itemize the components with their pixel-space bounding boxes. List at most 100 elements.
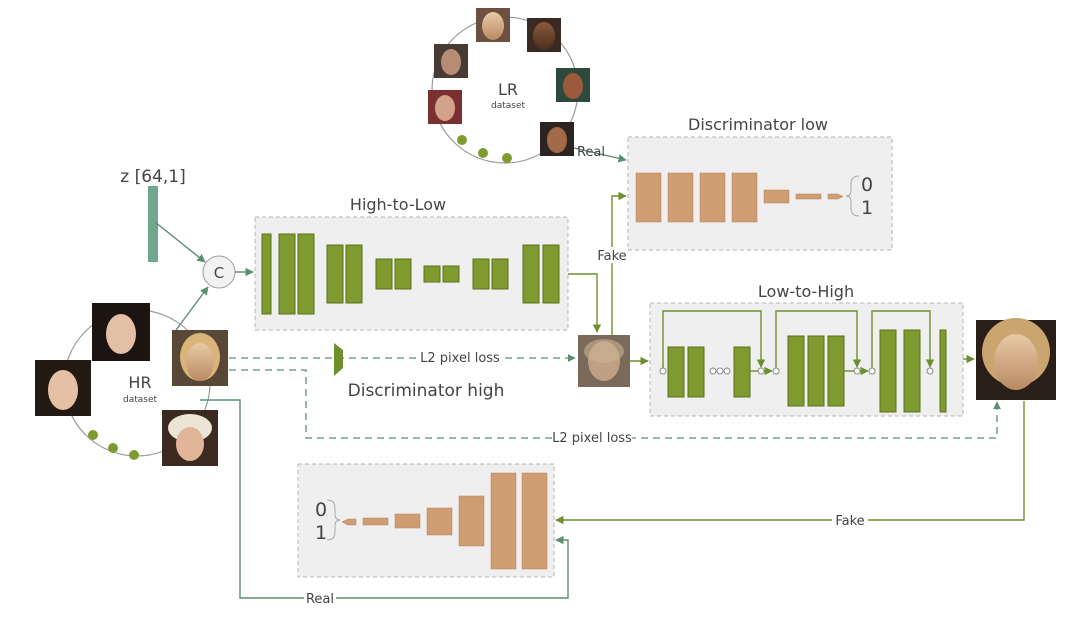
l2h-block <box>879 329 897 413</box>
dh-brace <box>326 499 341 541</box>
lr-to-disc-low-arrow <box>611 191 627 335</box>
disc-high-marker <box>334 343 343 376</box>
l2h-block <box>787 335 805 407</box>
low-to-high-title: Low-to-High <box>758 282 854 301</box>
h2l-to-lr-arrow <box>568 273 602 333</box>
dl-block <box>635 172 662 223</box>
noise-label: z [64,1] <box>120 167 185 187</box>
disc-low-module <box>627 136 893 251</box>
l2h-node <box>659 367 667 375</box>
l2h-block <box>807 335 825 407</box>
dl-block <box>667 172 694 223</box>
disc-high-out-1: 1 <box>315 522 327 544</box>
h2l-block <box>394 258 412 290</box>
fake-low-label: Fake <box>597 249 626 264</box>
dh-block <box>362 517 389 526</box>
hr-dataset-subtitle: dataset <box>123 395 157 405</box>
fake-low-label-bg <box>596 247 628 263</box>
hr-face-2 <box>35 360 91 416</box>
l2h-block <box>827 335 845 407</box>
lr-bead <box>478 148 488 158</box>
h2l-block <box>326 244 344 304</box>
generated-hr-image <box>976 318 1056 400</box>
disc-high-blocks <box>326 472 548 570</box>
fake-high-label-bg <box>832 512 868 528</box>
dl-block <box>699 172 726 223</box>
dl-brace <box>845 175 860 217</box>
hr-face-3 <box>172 330 228 386</box>
skip-connection-2 <box>775 310 862 370</box>
dh-block <box>521 472 548 570</box>
hr-to-concat-arrow <box>175 286 209 331</box>
generated-lr-image <box>578 335 630 387</box>
lr-face-1 <box>476 8 510 42</box>
l2h-ellipsis-dot <box>723 367 731 375</box>
dl-block <box>731 172 758 223</box>
hr-dataset: HR dataset <box>35 303 228 466</box>
dh-block <box>426 507 453 536</box>
dl-block <box>795 193 822 200</box>
l2h-ellipsis-dot <box>709 367 717 375</box>
hr-dataset-to-disc-high-arrow <box>200 399 569 599</box>
h2l-block <box>423 265 441 283</box>
dl-block <box>763 189 790 204</box>
l2h-block <box>667 346 685 398</box>
h2l-block <box>345 244 363 304</box>
lr-dataset-to-disc-low-arrow <box>573 147 627 163</box>
h2l-block <box>472 258 490 290</box>
lr-bead <box>457 135 467 145</box>
l2h-node <box>926 367 934 375</box>
disc-high-title: Discriminator high <box>348 381 505 401</box>
l2h-node <box>772 367 780 375</box>
dh-output-arrow <box>341 518 357 526</box>
hr-bead <box>88 430 98 440</box>
lr-face-2 <box>527 18 561 52</box>
h2l-block <box>375 258 393 290</box>
l2h-node <box>853 367 861 375</box>
l2-loss-top-label-bg <box>420 350 500 366</box>
l2-loss-bottom-label-bg <box>552 430 632 446</box>
real-high-label-bg <box>304 590 336 606</box>
h2l-block <box>542 244 560 304</box>
lr-dataset: LR dataset <box>428 8 590 164</box>
dh-block <box>394 513 421 529</box>
l2-loss-bottom-line <box>229 369 1001 439</box>
hr-to-disc-high-arrow <box>555 401 1025 525</box>
l2-loss-top-label: L2 pixel loss <box>420 351 500 366</box>
disc-high-out-0: 0 <box>315 499 327 521</box>
lr-face-5 <box>428 90 462 124</box>
noise-to-concat-arrow <box>154 221 206 263</box>
l2h-block <box>939 329 947 413</box>
h2l-block <box>442 265 460 283</box>
high-to-low-title: High-to-Low <box>350 195 446 214</box>
l2h-ellipsis-dot <box>716 367 724 375</box>
disc-low-out-0: 0 <box>861 174 873 196</box>
lr-dataset-subtitle: dataset <box>491 101 525 111</box>
lr-bead <box>502 153 512 163</box>
disc-low-blocks <box>635 172 860 223</box>
lr-face-6 <box>540 122 574 156</box>
hr-face-4 <box>162 410 218 466</box>
l2h-block <box>733 346 751 398</box>
skip-connection-1 <box>662 310 766 370</box>
noise-vector <box>148 186 158 262</box>
dh-block <box>490 472 517 570</box>
hr-face-1 <box>92 303 150 361</box>
lr-face-3 <box>434 44 468 78</box>
lr-face-4 <box>556 68 590 102</box>
h2l-block <box>522 244 540 304</box>
l2h-block <box>687 346 705 398</box>
dl-output-arrow <box>827 193 844 200</box>
h2l-block <box>297 233 315 315</box>
real-high-label: Real <box>306 592 334 607</box>
lr-dataset-title: LR <box>498 80 518 99</box>
hr-bead <box>108 443 118 453</box>
fake-high-label: Fake <box>835 514 864 529</box>
dh-block <box>458 495 485 547</box>
disc-low-out-1: 1 <box>861 197 873 219</box>
concat-label: C <box>214 264 224 282</box>
l2h-node <box>757 367 765 375</box>
h2l-block <box>261 233 272 315</box>
h2l-block <box>491 258 509 290</box>
